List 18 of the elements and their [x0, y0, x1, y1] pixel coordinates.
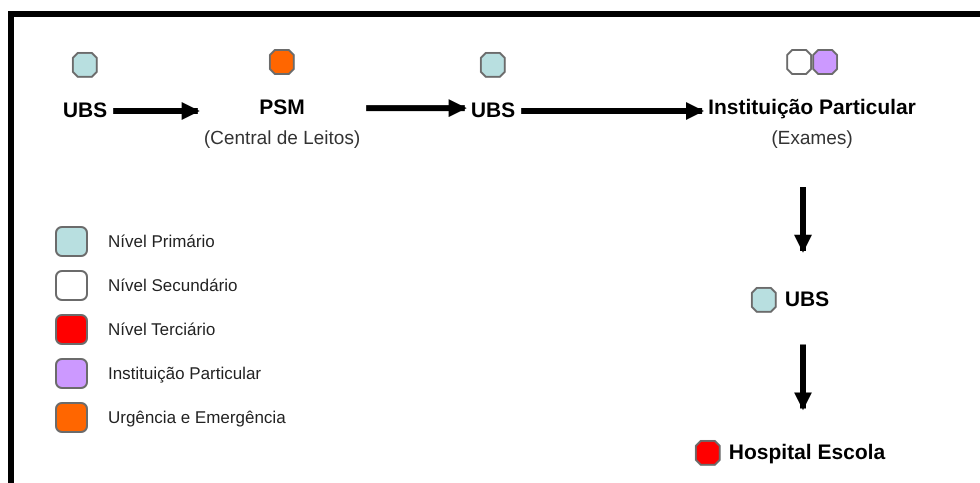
node-title: Instituição Particular	[708, 95, 916, 121]
legend-label: Nível Primário	[108, 230, 215, 253]
arrow	[366, 99, 467, 118]
node-title: UBS	[470, 98, 516, 124]
legend-label: Nível Terciário	[108, 318, 216, 341]
arrow	[521, 102, 704, 120]
node-subtitle: (Central de Leitos)	[204, 127, 360, 151]
arrow	[794, 186, 812, 253]
node-title: Hospital Escola	[728, 440, 886, 466]
legend-label: Nível Secundário	[108, 274, 238, 297]
legend-label: Instituição Particular	[108, 362, 262, 385]
legend-label: Urgência e Emergência	[108, 406, 286, 429]
node-subtitle: (Exames)	[771, 127, 853, 151]
node-title: PSM	[259, 95, 305, 121]
arrow	[113, 102, 200, 120]
node-title: UBS	[62, 98, 108, 124]
node-title: UBS	[784, 286, 830, 313]
arrow	[794, 344, 812, 410]
